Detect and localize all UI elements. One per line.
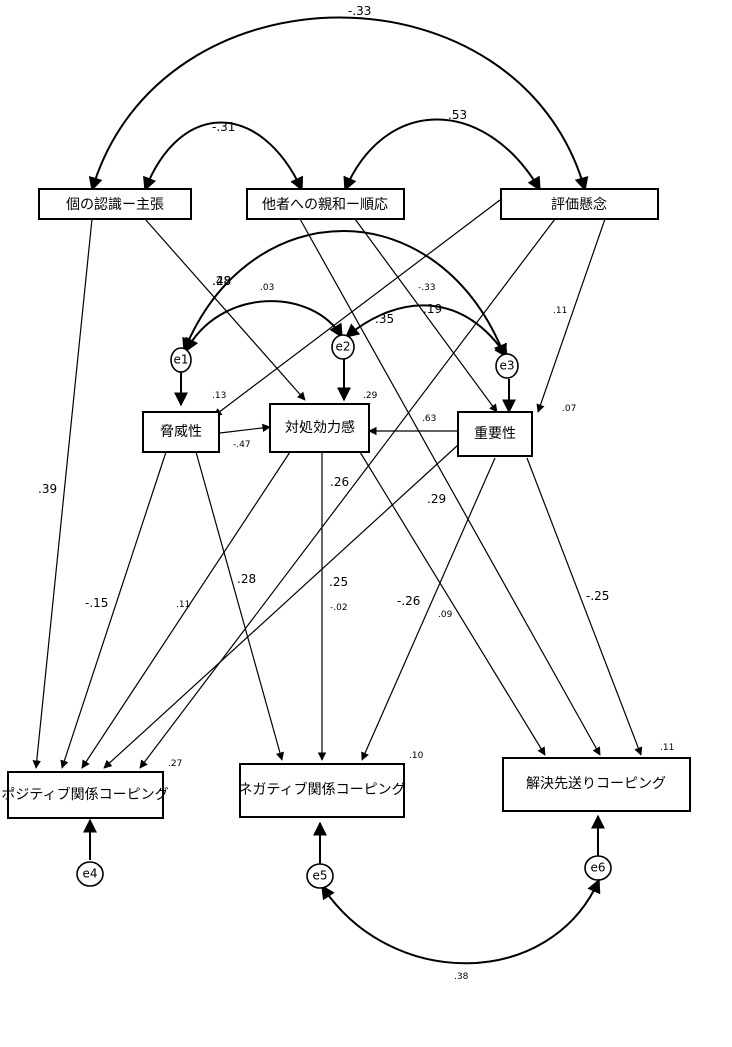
path-importance-negative: [361, 457, 496, 761]
path-affiliation-postpone: [299, 218, 601, 756]
svg-text:評価懸念: 評価懸念: [551, 196, 607, 213]
path-evaluation-importance-label: .11: [553, 306, 567, 316]
path-affiliation-importance-label: .19: [423, 302, 442, 316]
path-efficacy-postpone: [359, 451, 546, 756]
svg-text:e4: e4: [82, 867, 97, 881]
path-affiliation-postpone-label: .29: [427, 492, 446, 506]
path-threat-efficacy: [219, 423, 271, 434]
path-threat-positive-label: -.15: [85, 596, 108, 610]
node-postpone-coping: 解決先送りコーピング: [502, 757, 691, 812]
path-individual-positive: [32, 218, 93, 769]
svg-text:e5: e5: [312, 869, 327, 883]
correlation-individual-evaluation-curve: [88, 16, 589, 192]
node-positive-coping: ポジティブ関係コーピング: [1, 771, 169, 819]
node-evaluation-concern: 評価懸念: [500, 188, 659, 220]
path-importance-efficacy-label: .63: [422, 414, 436, 424]
path-efficacy-negative-direct-label: -.02: [330, 603, 348, 613]
node-threat: 脅威性: [142, 411, 220, 453]
path-importance-negative-label: -.26: [397, 594, 420, 608]
path-importance-positive: [103, 444, 459, 769]
r-squared-importance: .07: [562, 404, 576, 414]
correlation-affiliation-evaluation-label: .53: [448, 108, 467, 122]
r-squared-negative-coping: .10: [409, 751, 424, 761]
path-efficacy-positive-label: .11: [176, 600, 190, 610]
correlation-e5-e6-label: .38: [454, 972, 469, 982]
svg-text:e3: e3: [499, 359, 514, 373]
correlation-e1-e2-label: .03: [260, 283, 274, 293]
svg-text:解決先送りコーピング: 解決先送りコーピング: [526, 776, 666, 792]
svg-text:他者への親和ー順応: 他者への親和ー順応: [262, 197, 388, 213]
path-individual-efficacy: [144, 218, 306, 401]
path-importance-postpone: [526, 457, 643, 756]
path-threat-negative-label: .28: [237, 572, 256, 586]
path-evaluation-positive-label: .09: [438, 610, 453, 620]
path-efficacy-negative-label: .25: [329, 575, 348, 589]
path-threat-efficacy-label: -.47: [233, 440, 251, 450]
path-importance-postpone-label: -.25: [586, 589, 609, 603]
path-efficacy-postpone-label: .26: [330, 475, 349, 489]
r-squared-postpone-coping: .11: [660, 743, 674, 753]
path-evaluation-importance: [536, 218, 606, 413]
r-squared-threat: .13: [212, 391, 226, 401]
node-affiliation-compliance: 他者への親和ー順応: [246, 188, 405, 220]
correlation-affiliation-evaluation-curve: [343, 118, 541, 192]
svg-text:e2: e2: [335, 340, 350, 354]
svg-text:個の認識ー主張: 個の認識ー主張: [66, 197, 164, 213]
correlation-individual-affiliation-curve: [143, 121, 304, 192]
node-negative-coping: ネガティブ関係コーピング: [238, 763, 406, 818]
error-e1: e1: [170, 347, 192, 373]
path-individual-efficacy-label: .28: [212, 274, 231, 288]
path-evaluation-threat: [213, 199, 501, 417]
error-e5: e5: [306, 863, 334, 889]
path-efficacy-positive: [81, 451, 291, 769]
correlation-e5-e6-curve: [321, 878, 601, 965]
node-individual-assertion: 個の認識ー主張: [38, 188, 192, 220]
path-individual-positive-label: .39: [38, 482, 57, 496]
svg-text:対処効力感: 対処効力感: [285, 419, 355, 436]
svg-text:e1: e1: [173, 353, 188, 367]
path-threat-positive: [60, 451, 167, 769]
error-e6: e6: [584, 855, 612, 881]
correlation-individual-evaluation-label: -.33: [348, 4, 371, 18]
svg-text:ポジティブ関係コーピング: ポジティブ関係コーピング: [1, 786, 168, 803]
correlation-e2-e3-label: -.33: [418, 283, 436, 293]
path-evaluation-positive: [139, 218, 556, 769]
correlation-e1-e3-curve: [182, 230, 507, 359]
svg-text:ネガティブ関係コーピング: ネガティブ関係コーピング: [238, 781, 405, 798]
node-importance: 重要性: [457, 411, 533, 457]
svg-text:脅威性: 脅威性: [160, 424, 202, 440]
r-squared-positive-coping: .27: [168, 759, 182, 769]
svg-text:e6: e6: [590, 861, 605, 875]
r-squared-coping-efficacy: .29: [363, 391, 378, 401]
correlation-e1-e2-curve: [185, 300, 343, 353]
svg-text:重要性: 重要性: [474, 426, 516, 442]
correlation-individual-affiliation-label: -.31: [212, 120, 235, 134]
node-coping-efficacy: 対処効力感: [269, 403, 370, 453]
path-evaluation-threat-label: .35: [375, 312, 394, 326]
correlation-e1-e3-label: .48: [212, 274, 231, 288]
error-e4: e4: [76, 861, 104, 887]
path-affiliation-importance: [354, 218, 498, 413]
path-threat-negative: [195, 451, 285, 761]
error-e3: e3: [495, 353, 519, 379]
error-e2: e2: [331, 334, 355, 360]
correlation-e2-e3-curve: [344, 304, 508, 359]
